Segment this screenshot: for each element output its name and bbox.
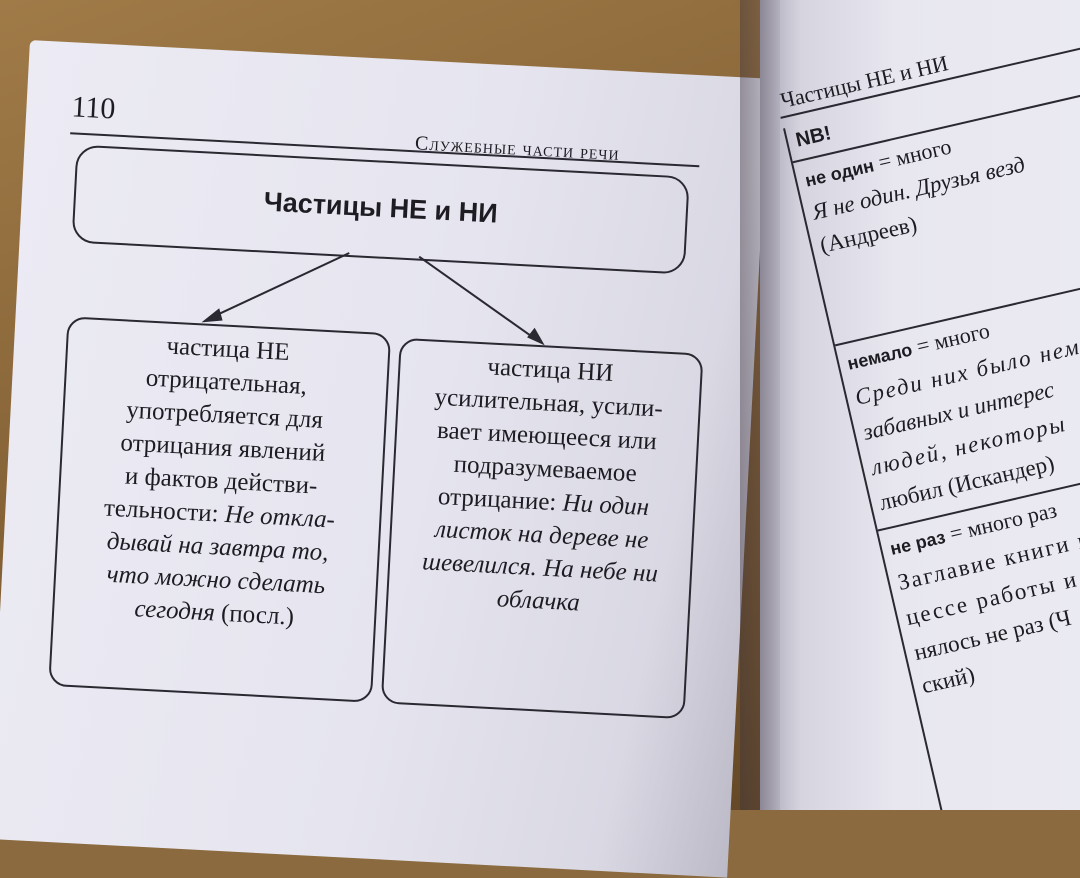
ni-example: облачка <box>496 585 581 617</box>
entry-term: не один <box>803 155 876 191</box>
ne-example: Не откла- <box>224 500 336 534</box>
entry-term: немало <box>845 339 915 374</box>
arrowhead-ne-icon <box>201 308 223 323</box>
ne-source: (посл.) <box>214 599 295 631</box>
nb-label: NB! <box>793 122 834 152</box>
arrow-to-ne <box>210 252 350 319</box>
right-book-page: Частицы НЕ и НИ NB! не один = много Я не… <box>760 0 1080 810</box>
arrow-to-ni <box>418 255 536 340</box>
ni-text: отрицание: <box>437 482 564 517</box>
ni-example: Ни один <box>561 489 650 522</box>
ne-example: сегодня <box>133 595 216 627</box>
ne-text: тельности: <box>103 494 226 528</box>
entry-example: ский) <box>919 661 978 699</box>
arrowhead-ni-icon <box>527 327 545 346</box>
book-gutter <box>740 0 780 810</box>
particle-ni-box: частица НИ усилительная, усили- вает име… <box>380 337 704 720</box>
entry-term: не раз <box>888 526 948 559</box>
left-book-page: 110 Служебные части речи Частицы НЕ и НИ… <box>0 40 769 878</box>
particle-ne-box: частица НЕ отрицательная, употребляется … <box>48 316 392 703</box>
nb-table: NB! не один = много Я не один. Друзья ве… <box>783 51 1080 810</box>
diagram-arrows <box>201 252 545 346</box>
